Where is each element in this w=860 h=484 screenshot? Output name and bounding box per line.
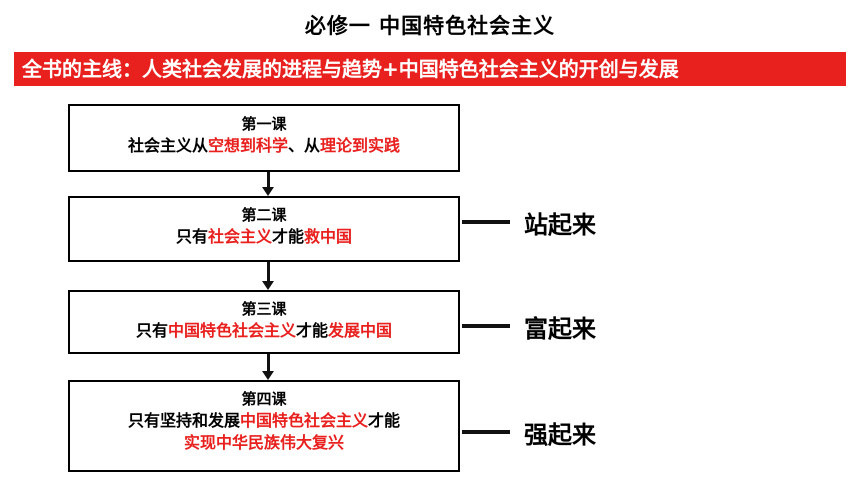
lesson-1-title: 第一课: [241, 115, 287, 133]
lesson-3-box: 第三课 只有中国特色社会主义才能发展中国: [68, 290, 460, 354]
arrow-2-3: [261, 262, 275, 290]
stage-label-2: 富起来: [524, 315, 596, 343]
arrow-1-2: [261, 172, 275, 196]
connector-stage-3: [462, 430, 510, 434]
stage-label-3: 强起来: [524, 421, 596, 449]
lesson-4-title: 第四课: [241, 390, 287, 408]
lesson-2-text: 只有社会主义才能救中国: [175, 227, 353, 246]
lesson-1-text: 社会主义从空想到科学、从理论到实践: [127, 136, 401, 155]
connector-stage-1: [462, 220, 510, 224]
banner-text: 人类社会发展的进程与趋势+中国特色社会主义的开创与发展: [142, 57, 679, 81]
stage-label-1: 站起来: [524, 211, 596, 239]
lesson-3-title: 第三课: [241, 300, 287, 318]
lesson-4-text: 只有坚持和发展中国特色社会主义才能: [127, 411, 401, 430]
lesson-4-box: 第四课 只有坚持和发展中国特色社会主义才能 实现中华民族伟大复兴: [68, 380, 460, 472]
lesson-2-title: 第二课: [241, 206, 287, 224]
arrow-3-4: [261, 354, 275, 380]
lesson-3-text: 只有中国特色社会主义才能发展中国: [135, 321, 393, 340]
lesson-2-box: 第二课 只有社会主义才能救中国: [68, 196, 460, 262]
page-title: 必修一 中国特色社会主义: [304, 14, 556, 38]
lesson-1-box: 第一课 社会主义从空想到科学、从理论到实践: [68, 104, 460, 172]
lesson-4-text-line2: 实现中华民族伟大复兴: [183, 433, 344, 452]
main-thread-banner: 全书的主线：人类社会发展的进程与趋势+中国特色社会主义的开创与发展: [14, 52, 846, 86]
connector-stage-2: [462, 324, 510, 328]
banner-label: 全书的主线：: [22, 57, 142, 81]
